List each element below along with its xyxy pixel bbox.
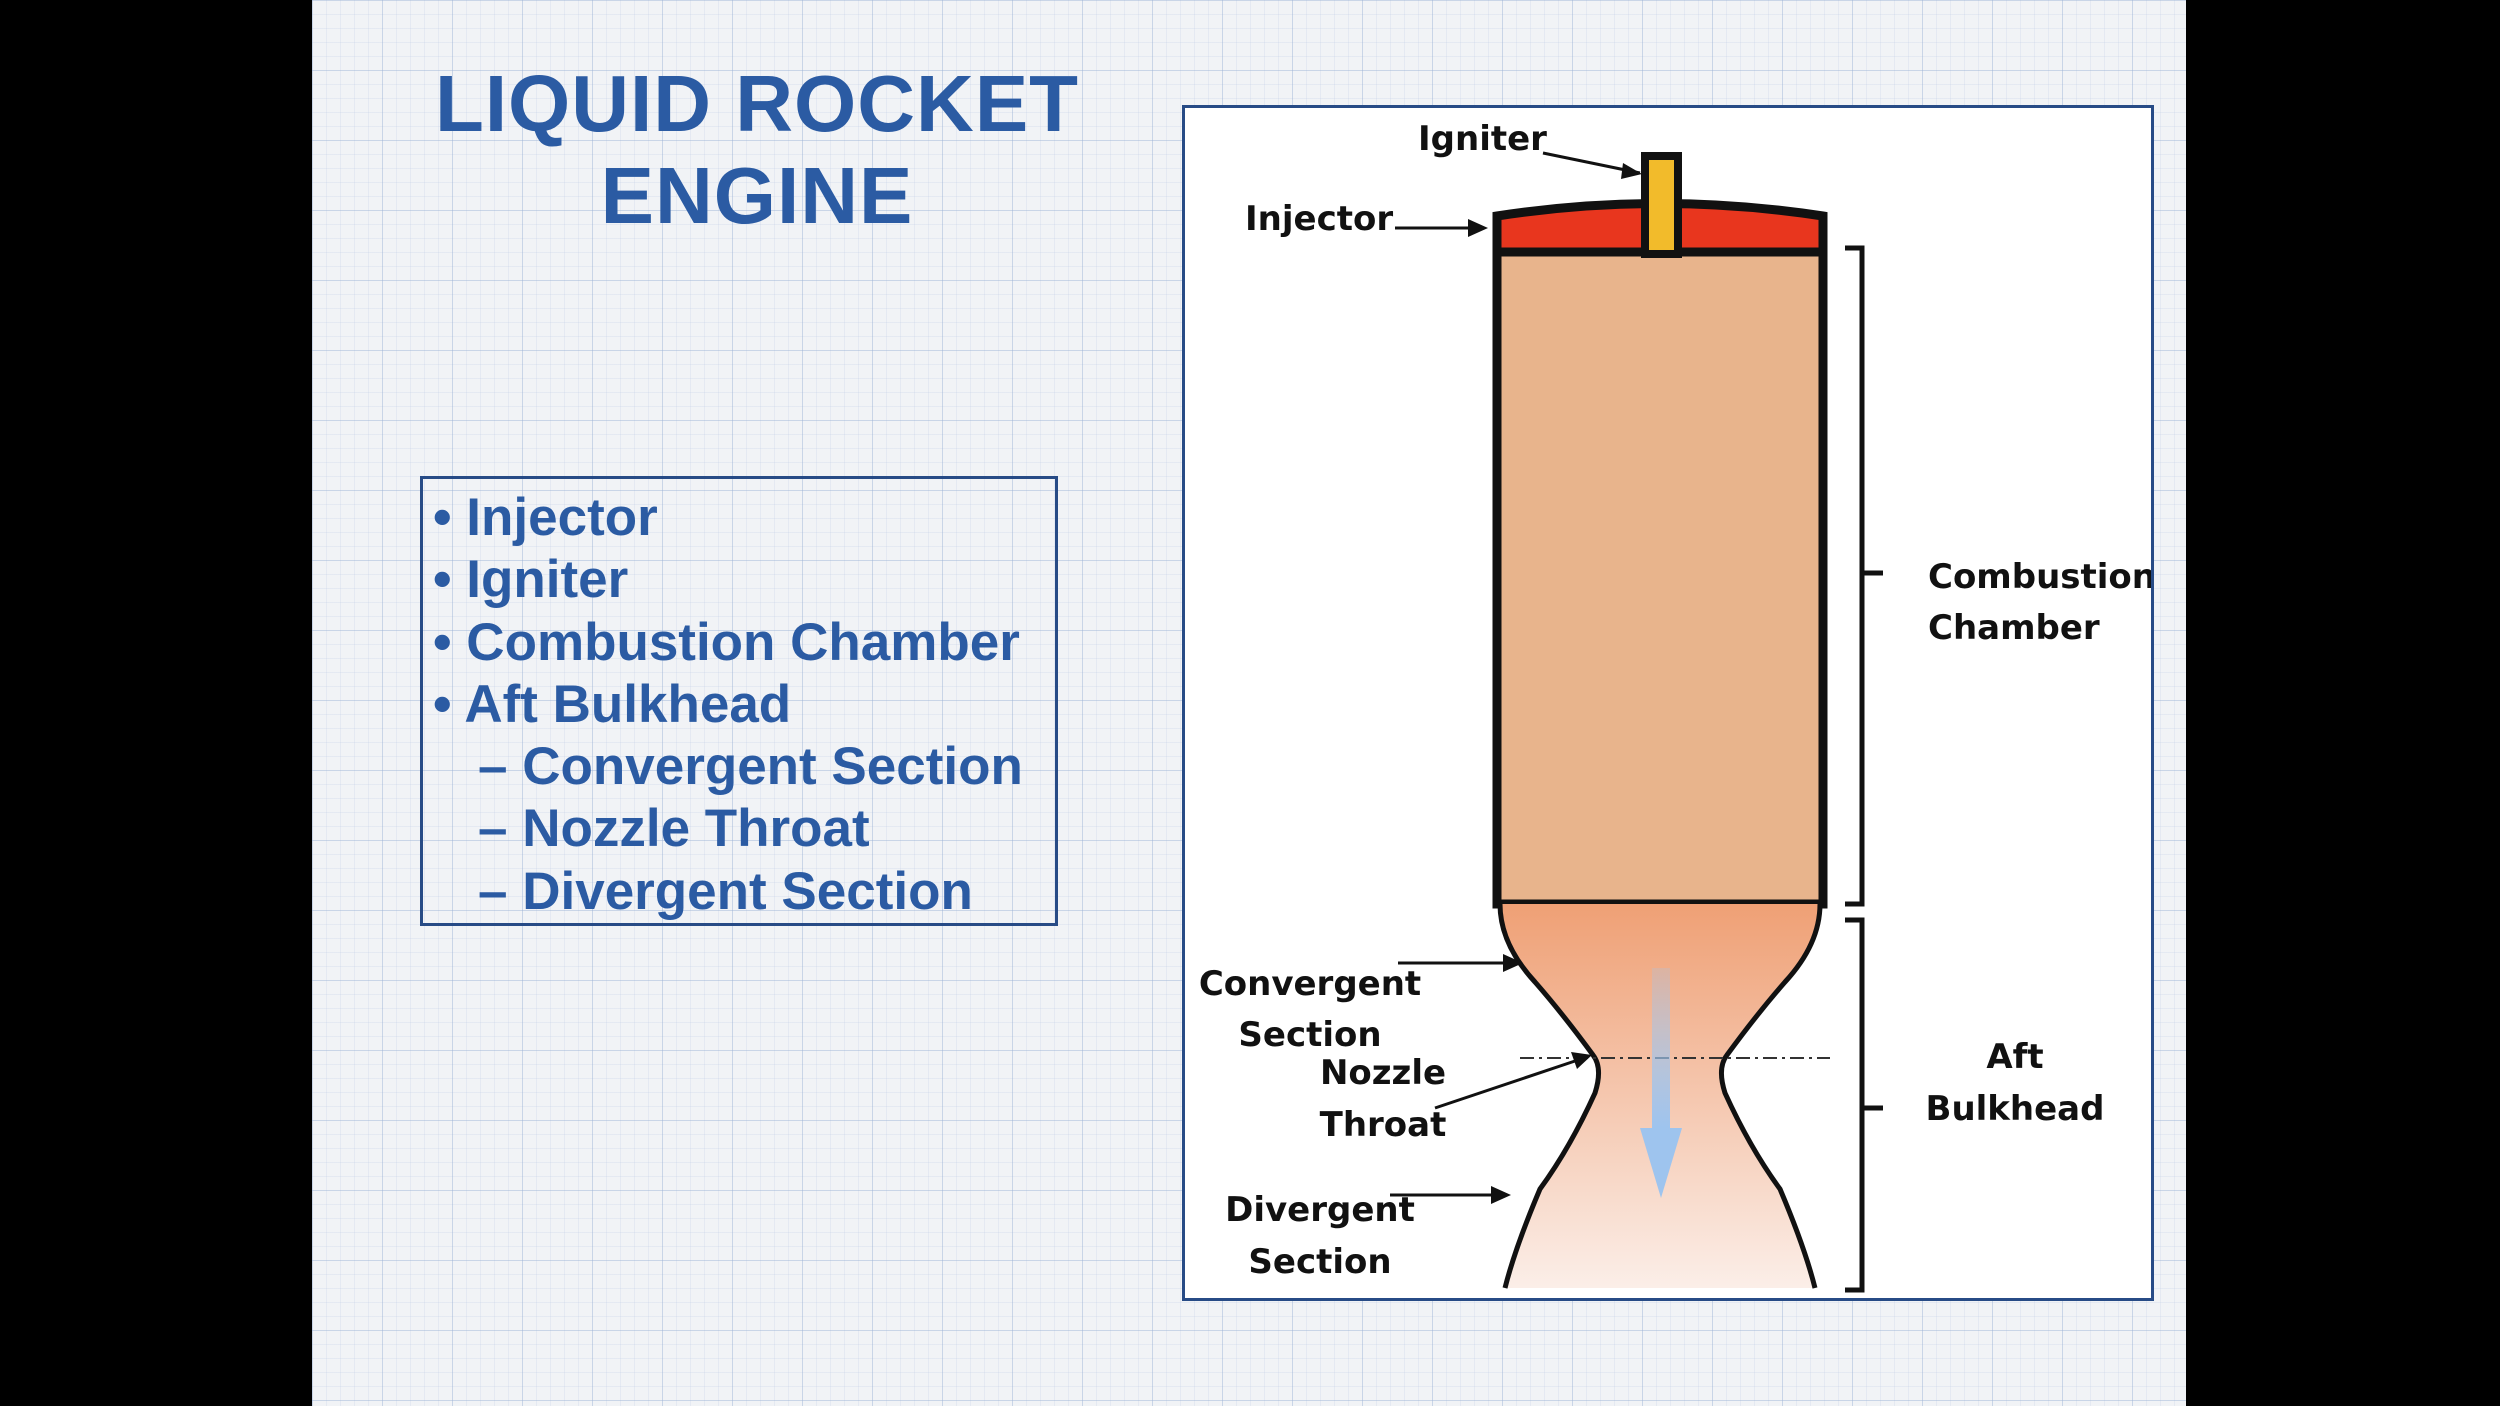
aft-bulkhead-label-line-1: Aft	[1986, 1037, 2043, 1077]
bullet-marker: •	[433, 674, 452, 734]
bullet-marker: •	[433, 612, 452, 672]
flow-arrow-head	[1640, 1128, 1682, 1198]
list-item-label: Nozzle Throat	[522, 799, 870, 859]
list-subitem: – Divergent Section	[433, 861, 1055, 923]
combustion-chamber-label-line-1: Combustion	[1928, 557, 2151, 597]
nozzle-throat-label-line-1: Nozzle	[1320, 1053, 1446, 1093]
throat-arrowhead	[1571, 1052, 1592, 1069]
divergent-section-label-line-2: Section	[1248, 1242, 1391, 1282]
list-item: • Aft Bulkhead	[433, 674, 1055, 736]
list-subitem: – Convergent Section	[433, 736, 1055, 798]
bullet-marker: •	[433, 488, 452, 547]
title-line-2: ENGINE	[600, 151, 914, 240]
combustion-chamber	[1492, 247, 1828, 909]
divergent-section-label-line-1: Divergent	[1225, 1190, 1415, 1230]
slide-title: LIQUID ROCKET ENGINE	[412, 58, 1102, 242]
engine-diagram: Igniter Injector Combustion Chamber Aft …	[1199, 119, 2151, 1293]
divergent-arrowhead	[1491, 1186, 1511, 1204]
igniter	[1641, 152, 1682, 258]
list-item: • Igniter	[433, 549, 1055, 611]
engine-diagram-panel: Igniter Injector Combustion Chamber Aft …	[1182, 105, 2154, 1301]
flow-arrow-shaft	[1652, 968, 1670, 1128]
aft-bulkhead-brace	[1845, 917, 1883, 1293]
component-list: • Injector • Igniter • Combustion Chambe…	[420, 476, 1058, 926]
combustion-chamber-label-line-2: Chamber	[1928, 608, 2100, 648]
throat-arrow	[1434, 1059, 1576, 1110]
dash-marker: –	[478, 799, 508, 859]
list-item: • Combustion Chamber	[433, 612, 1055, 674]
dash-marker: –	[478, 861, 508, 921]
label-arrowheads	[1468, 163, 1642, 1204]
list-item-label: Divergent Section	[522, 861, 973, 921]
slide: LIQUID ROCKET ENGINE • Injector • Ignite…	[312, 0, 2186, 1406]
dash-marker: –	[478, 737, 508, 797]
nozzle-left-wall	[1497, 903, 1601, 1289]
injector-arrowhead	[1468, 219, 1488, 237]
convergent-arrowhead	[1503, 954, 1523, 972]
convergent-section-label-line-1: Convergent	[1199, 964, 1421, 1004]
list-item-label: Aft Bulkhead	[464, 674, 792, 734]
nozzle-throat-label-line-2: Throat	[1320, 1105, 1447, 1145]
list-item-label: Combustion Chamber	[466, 612, 1020, 672]
combustion-chamber-brace	[1845, 245, 1883, 907]
convergent-section-label-line-2: Section	[1238, 1015, 1381, 1055]
list-item-label: Injector	[466, 488, 658, 547]
aft-bulkhead-label-line-2: Bulkhead	[1926, 1089, 2105, 1129]
list-subitem: – Nozzle Throat	[433, 798, 1055, 860]
igniter-label: Igniter	[1418, 119, 1547, 159]
igniter-arrowhead	[1621, 163, 1642, 179]
title-line-1: LIQUID ROCKET	[434, 59, 1080, 148]
bullet-marker: •	[433, 550, 452, 610]
list-item-label: Igniter	[466, 550, 629, 610]
injector-label: Injector	[1245, 199, 1393, 239]
list-item-label: Convergent Section	[522, 737, 1023, 797]
nozzle-right-wall	[1719, 903, 1823, 1289]
list-item: • Injector	[433, 487, 1055, 549]
